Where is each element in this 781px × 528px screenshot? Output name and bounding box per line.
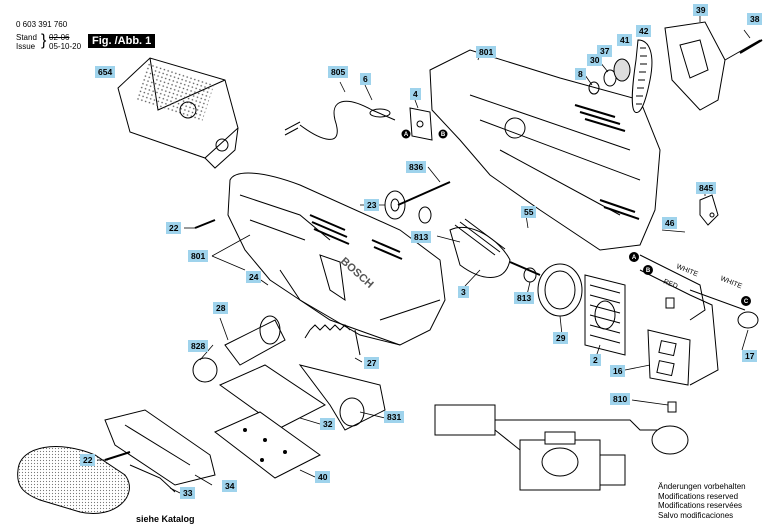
callout-37: 37 [597, 45, 613, 57]
callout-801-top: 801 [476, 46, 497, 58]
field-coil-2 [584, 274, 626, 356]
drive-shaft-836 [384, 181, 451, 220]
note-line-es: Salvo modificaciones [658, 510, 734, 520]
stand-label: Stand [16, 33, 37, 42]
callout-40: 40 [315, 471, 331, 483]
wire-label-red: RED [662, 278, 678, 290]
callout-32: 32 [320, 418, 336, 430]
pin-c-label: C [744, 299, 749, 305]
wiring-schematic [434, 404, 689, 491]
callout-22-upper: 22 [166, 222, 182, 234]
callout-22-lower: 22 [80, 454, 96, 466]
callout-8: 8 [575, 68, 586, 80]
clip-a-marker [401, 129, 411, 139]
callout-813-b: 813 [514, 292, 535, 304]
callout-801-left: 801 [188, 250, 209, 262]
callout-810: 810 [610, 393, 631, 405]
callout-30: 30 [587, 54, 603, 66]
callout-46: 46 [662, 217, 678, 229]
brush-holder-16 [647, 329, 691, 386]
stand-date: 02-06 [49, 33, 70, 42]
pin-b-label: B [646, 268, 651, 274]
callout-2: 2 [590, 354, 601, 366]
callout-828: 828 [188, 340, 209, 352]
note-line-fr: Modifications reservées [658, 501, 743, 510]
callout-24: 24 [246, 271, 262, 283]
housing-shell-left [227, 172, 446, 346]
callout-845: 845 [696, 182, 717, 194]
clip-b-marker [438, 129, 448, 139]
screw-22-lower [104, 451, 131, 461]
pressure-plate-40 [214, 411, 321, 479]
document-number: 0 603 391 760 [16, 20, 68, 29]
wiring-harness [639, 254, 759, 386]
callout-805: 805 [328, 66, 349, 78]
pulley-assembly [588, 39, 653, 113]
lever-33 [129, 464, 176, 493]
pin-b-marker [643, 265, 653, 275]
issue-date: 05-10-20 [49, 42, 82, 51]
callout-813-a: 813 [411, 231, 432, 243]
switch-assembly-28 [192, 315, 286, 383]
fan-ring-29 [537, 263, 583, 317]
bracket-845 [699, 194, 719, 226]
screw-22-upper [194, 219, 216, 229]
pin-c-marker [741, 296, 751, 306]
armature-3 [418, 206, 541, 283]
housing-shell-801-top [429, 49, 661, 251]
callout-17: 17 [742, 350, 758, 362]
callout-33: 33 [180, 487, 196, 499]
note-line-en: Modifications reserved [658, 491, 739, 501]
callout-41: 41 [617, 34, 633, 46]
callout-29: 29 [553, 332, 569, 344]
callout-38: 38 [747, 13, 763, 25]
modification-notes: Änderungen vorbehalten Modifications res… [658, 482, 746, 520]
catalog-note: siehe Katalog [136, 514, 195, 524]
callout-27: 27 [364, 357, 380, 369]
callout-836: 836 [406, 161, 427, 173]
bracket-glyph: } [41, 32, 47, 49]
callout-831: 831 [384, 411, 405, 423]
callout-6: 6 [360, 73, 371, 85]
callout-34: 34 [222, 480, 238, 492]
issue-label: Issue [16, 42, 36, 51]
switch-plate-4 [409, 107, 433, 141]
dust-box-654 [117, 57, 239, 169]
belt-cover-39 [664, 21, 763, 111]
callout-654: 654 [95, 66, 116, 78]
frame-34 [104, 409, 216, 486]
spring-27 [304, 324, 361, 356]
callout-23: 23 [364, 199, 380, 211]
wire-label-white-1: WHITE [675, 263, 699, 278]
callout-28: 28 [213, 302, 229, 314]
sanding-belt [17, 446, 130, 514]
callout-4: 4 [410, 88, 421, 100]
wire-label-white-2: WHITE [719, 275, 743, 290]
callout-16: 16 [610, 365, 626, 377]
callout-55: 55 [521, 206, 537, 218]
pin-a-label: A [632, 255, 637, 261]
callout-3: 3 [458, 286, 469, 298]
callout-39: 39 [693, 4, 709, 16]
callout-42: 42 [636, 25, 652, 37]
pin-a-marker [629, 252, 639, 262]
figure-label: Fig. /Abb. 1 [88, 34, 156, 48]
power-cord [284, 100, 396, 140]
clip-b-label: B [441, 132, 446, 138]
clip-a-label: A [404, 132, 409, 138]
note-line-de: Änderungen vorbehalten [658, 482, 746, 491]
tension-arm-831 [298, 364, 386, 431]
